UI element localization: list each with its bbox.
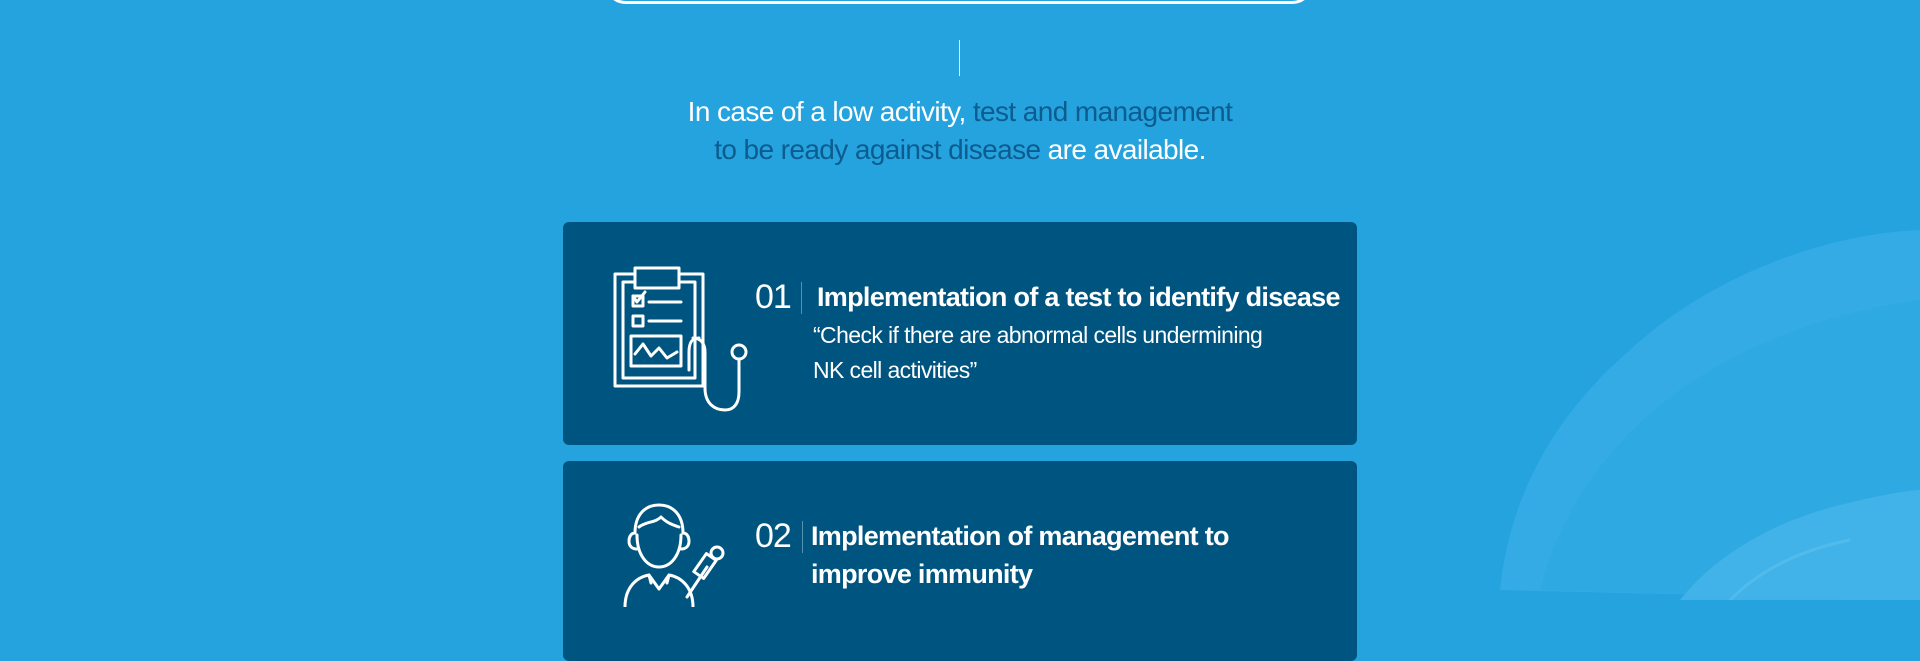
- feature-card-1: 01 Implementation of a test to identify …: [563, 222, 1357, 445]
- card-1-separator: [801, 282, 802, 314]
- intro-text: In case of a low activity, test and mana…: [560, 93, 1360, 169]
- feature-card-2: 02 Implementation of management to impro…: [563, 461, 1357, 661]
- card-2-title-line-1: Implementation of management to: [811, 521, 1230, 551]
- cell-decoration-image: [1500, 230, 1920, 600]
- card-2-separator: [802, 521, 803, 553]
- intro-highlight-1: test and management: [972, 96, 1233, 127]
- card-1-description-line-2: NK cell activities”: [813, 357, 977, 383]
- card-1-title: Implementation of a test to identify dis…: [817, 282, 1341, 312]
- card-2-number: 02: [755, 517, 792, 555]
- card-1-description-line-1: “Check if there are abnormal cells under…: [813, 322, 1263, 348]
- top-outline-panel: [604, 0, 1314, 4]
- intro-part-1: In case of a low activity,: [687, 96, 973, 127]
- doctor-with-syringe-icon: [623, 503, 725, 607]
- clipboard-stethoscope-icon: [613, 266, 748, 412]
- card-1-number: 01: [755, 278, 792, 316]
- intro-highlight-2: to be ready against disease: [714, 134, 1041, 165]
- intro-part-2: are available.: [1040, 134, 1207, 165]
- card-2-title-line-2: improve immunity: [811, 559, 1033, 589]
- section-divider: [959, 40, 960, 76]
